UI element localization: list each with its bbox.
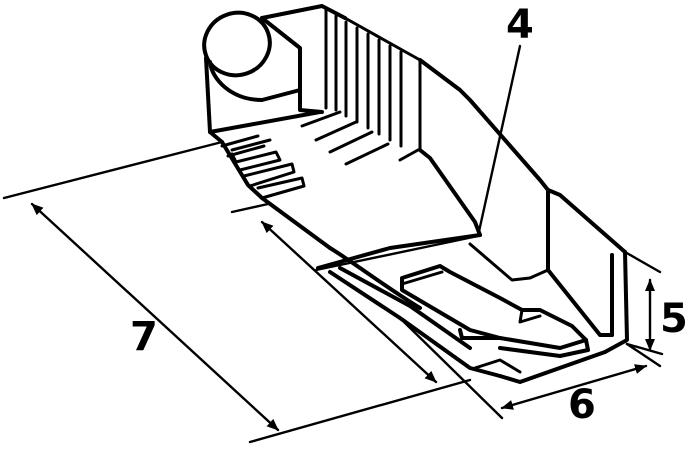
dimension-6: 6 — [230, 202, 662, 428]
dimension-5: 5 — [623, 250, 687, 356]
cable-boot — [202, 10, 302, 102]
dimension-label-6: 6 — [568, 382, 596, 428]
dimension-7: 7 — [2, 140, 472, 444]
front-grooves — [220, 134, 306, 200]
callout-4: 4 — [314, 2, 534, 272]
latch-tab — [400, 264, 590, 358]
part-label-4: 4 — [506, 2, 534, 48]
bottom-edge — [328, 266, 607, 384]
dimension-label-7: 7 — [130, 314, 158, 360]
connector-body — [202, 4, 629, 384]
dimension-label-5: 5 — [660, 296, 687, 342]
